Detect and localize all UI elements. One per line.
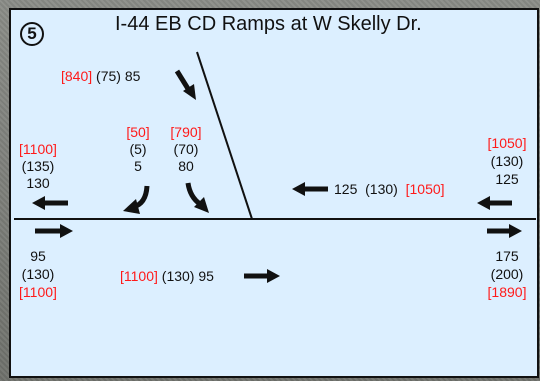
through-turn-red: [790]	[170, 124, 202, 140]
middle-eastbound-arrow	[244, 269, 280, 283]
ramp-top-red: [840]	[61, 68, 93, 84]
right-eastbound-red: [1890]	[487, 284, 527, 300]
ramp-line	[196, 51, 253, 220]
middle-eastbound-red: [1100]	[120, 268, 158, 284]
location-number-badge: 5	[20, 22, 44, 46]
left-westbound-red: [1100]	[19, 141, 57, 157]
middle-eastbound-volumes: [1100] (130) 95	[120, 268, 214, 284]
diagram-title: I-44 EB CD Ramps at W Skelly Dr.	[115, 13, 422, 35]
middle-westbound-paren: (130)	[365, 181, 398, 197]
ramp-top-volumes: [840] (75) 85	[61, 68, 140, 84]
right-westbound-arrow	[477, 196, 512, 210]
ramp-top-plain: 85	[124, 68, 141, 84]
right-eastbound-paren: (200)	[490, 266, 524, 282]
left-westbound-paren: (135)	[21, 158, 55, 174]
middle-westbound-volumes: 125 (130) [1050]	[334, 181, 445, 197]
left-eastbound-paren: (130)	[21, 266, 55, 282]
left-turn-arrow	[123, 185, 150, 214]
left-westbound-plain: 130	[26, 175, 50, 191]
middle-westbound-plain: 125	[334, 181, 358, 197]
through-turn-paren: (70)	[173, 141, 199, 157]
middle-westbound-arrow	[292, 182, 328, 196]
left-turn-plain: 5	[134, 158, 142, 174]
right-westbound-red: [1050]	[487, 135, 527, 151]
middle-eastbound-plain: 95	[198, 268, 214, 284]
ramp-top-paren: (75)	[96, 68, 121, 84]
through-turn-arrow	[185, 182, 209, 213]
left-turn-red: [50]	[126, 124, 150, 140]
left-eastbound-plain: 95	[30, 248, 46, 264]
left-westbound-arrow	[32, 196, 68, 210]
ramp-top-arrow	[174, 69, 196, 100]
right-westbound-paren: (130)	[490, 153, 524, 169]
left-eastbound-arrow	[35, 224, 73, 238]
middle-westbound-red: [1050]	[405, 181, 445, 197]
left-turn-paren: (5)	[129, 141, 147, 157]
right-westbound-plain: 125	[495, 171, 519, 187]
right-eastbound-arrow	[487, 224, 522, 238]
through-turn-plain: 80	[178, 158, 194, 174]
middle-eastbound-paren: (130)	[161, 268, 195, 284]
diagram-panel	[9, 8, 539, 378]
left-eastbound-red: [1100]	[19, 284, 57, 300]
right-eastbound-plain: 175	[495, 248, 519, 264]
